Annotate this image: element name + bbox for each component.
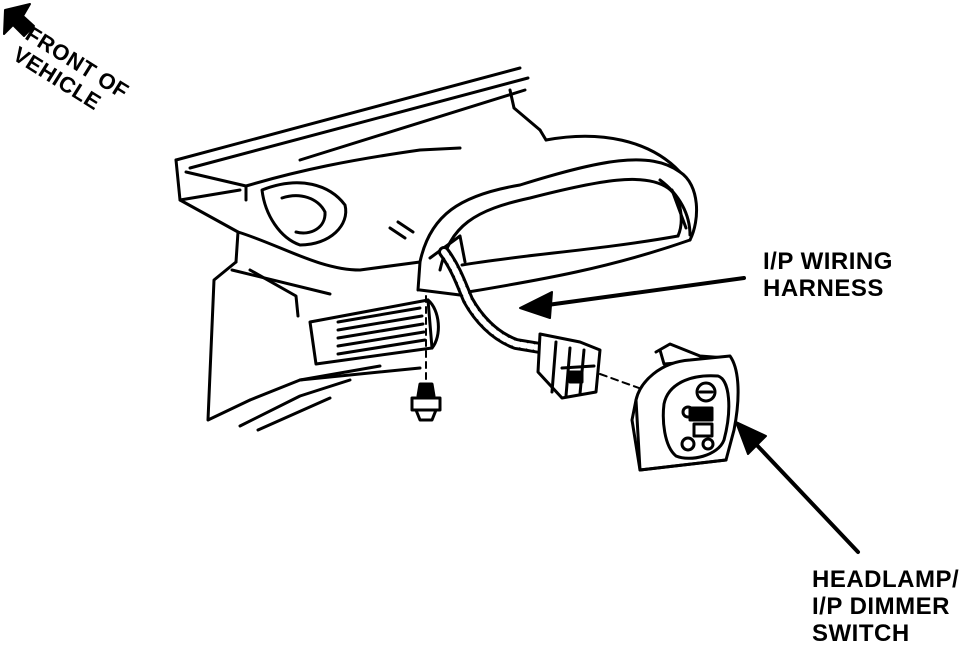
wiring-harness bbox=[438, 246, 546, 354]
front-arrow bbox=[3, 3, 35, 37]
harness-label-line1: I/P WIRING bbox=[763, 248, 893, 275]
screw-fastener bbox=[410, 382, 442, 422]
harness-label-line2: HARNESS bbox=[763, 275, 884, 302]
harness-connector bbox=[536, 332, 602, 400]
dashboard-body bbox=[174, 66, 542, 432]
dimmer-switch-label: HEADLAMP/ I/P DIMMER SWITCH bbox=[812, 566, 959, 646]
wiring-harness-label: I/P WIRING HARNESS bbox=[763, 248, 893, 302]
switch-leader-arrow bbox=[735, 421, 860, 554]
switch-label-line2: I/P DIMMER bbox=[812, 593, 950, 620]
cluster-hood bbox=[418, 128, 699, 294]
alignment-line bbox=[599, 373, 651, 393]
switch-label-line3: SWITCH bbox=[812, 620, 910, 646]
dimmer-switch-module bbox=[630, 342, 740, 472]
switch-label-line1: HEADLAMP/ bbox=[812, 566, 960, 593]
harness-leader-arrow bbox=[519, 276, 746, 319]
